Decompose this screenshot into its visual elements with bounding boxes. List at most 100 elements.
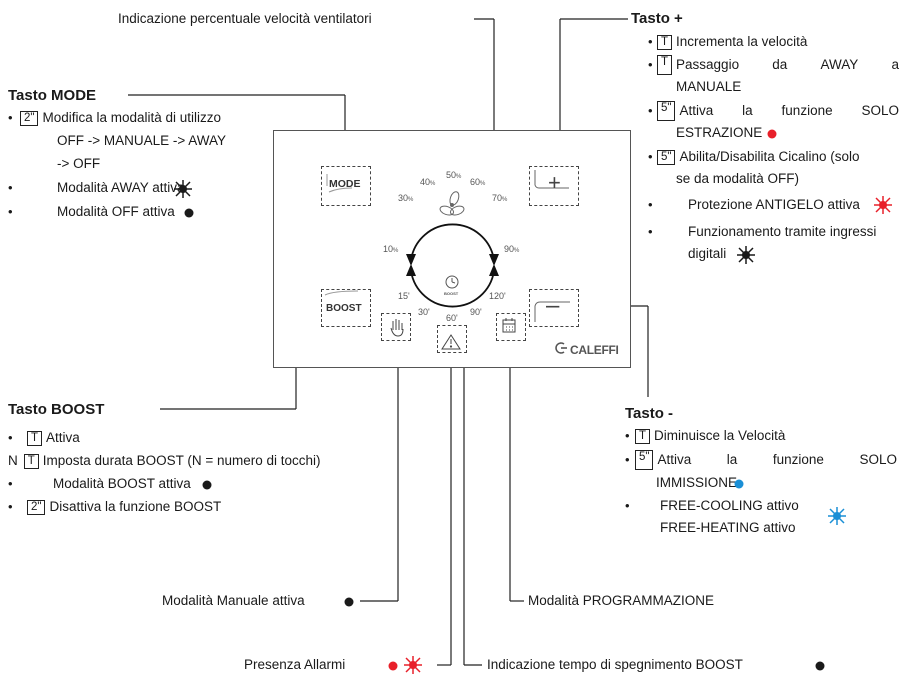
red-led-dot-icon [388, 661, 398, 671]
hold-5s-key-icon: 5" [657, 101, 676, 121]
plus-button-label: + [548, 170, 561, 195]
bullet: • [648, 197, 653, 212]
led-dot-icon [202, 480, 212, 490]
manual-mode-label: Modalità Manuale attiva [162, 593, 305, 608]
speed-tick-label: 40% [420, 177, 436, 187]
boost-tick-label: 30' [418, 307, 430, 317]
boost-icon-label: BOOST [444, 291, 459, 296]
calendar-icon [502, 318, 516, 333]
touch-key-icon: T [27, 431, 43, 446]
bullet: • [648, 103, 653, 118]
speed-tick-label: 60% [470, 177, 486, 187]
bullet: • [8, 476, 13, 491]
plus-item-2-line2: MANUALE [676, 79, 742, 94]
minus-item-3-line2: FREE-HEATING attivo [660, 520, 796, 535]
mode-item-2: Modalità AWAY attiva [57, 180, 185, 195]
touch-key-icon: T [657, 35, 673, 50]
speed-arc [410, 223, 495, 261]
boost-tick-label: 15' [398, 291, 410, 301]
mode-button-label: MODE [329, 178, 361, 190]
mode-title: Tasto MODE [8, 87, 97, 104]
touch-key-icon: T [635, 429, 651, 444]
panel-graphics [324, 170, 570, 354]
boost-tick-label: 90' [470, 307, 482, 317]
bullet: • [648, 149, 653, 164]
plus-item-3-line2: ESTRAZIONE [676, 125, 763, 140]
mode-item-1-line2: OFF -> MANUALE -> AWAY [57, 133, 227, 148]
blue-blink-star-icon [828, 507, 846, 525]
hold-2s-key-icon: 2" [20, 111, 39, 126]
boost-arc [410, 270, 495, 308]
plus-item-6-line2: digitali [688, 246, 727, 261]
plus-item-4-line2: se da modalità OFF) [676, 171, 800, 186]
red-blink-star-icon [404, 656, 422, 674]
bullet: • [648, 57, 653, 72]
blink-star-icon [174, 180, 192, 198]
hand-icon [390, 319, 404, 337]
bullet: • [625, 452, 630, 467]
minus-title: Tasto - [625, 405, 674, 422]
fan-icon [439, 191, 465, 216]
boost-clock-icon [445, 275, 459, 289]
caleffi-logo-icon [555, 342, 567, 354]
mode-item-3: Modalità OFF attiva [57, 204, 175, 219]
boost-time-label: Indicazione tempo di spegnimento BOOST [487, 657, 743, 672]
plus-item-4: 5"Abilita/Disabilita Cicalino (solo [657, 147, 860, 167]
minus-item-2-line2: IMMISSIONE [656, 475, 738, 490]
bullet: • [648, 34, 653, 49]
led-dot-icon [184, 208, 194, 218]
speed-tick-label: 10% [383, 244, 399, 254]
warning-icon [441, 334, 461, 350]
mode-button[interactable]: MODE [321, 166, 371, 206]
boost-button[interactable]: BOOST [321, 289, 371, 327]
alarms-label: Presenza Allarmi [244, 657, 346, 672]
speed-arrow-left-icon [406, 254, 416, 266]
plus-title: Tasto + [631, 10, 683, 27]
boost-item-4: 2"Disattiva la funzione BOOST [27, 497, 221, 517]
speed-tick-label: 90% [504, 244, 520, 254]
bullet: • [8, 430, 13, 445]
boost-tick-label: 60' [446, 313, 458, 323]
boost-title: Tasto BOOST [8, 401, 105, 418]
speed-tick-label: 30% [398, 193, 414, 203]
boost-button-label: BOOST [326, 303, 362, 314]
touch-key-icon: T [23, 454, 39, 469]
alarm-led-box [437, 325, 467, 353]
program-mode-label: Modalità PROGRAMMAZIONE [528, 593, 715, 608]
bullet: • [625, 498, 630, 513]
bullet: • [648, 224, 653, 239]
boost-arrow-right-icon [489, 264, 499, 276]
hold-2s-key-icon: 2" [27, 500, 46, 515]
boost-item-3: Modalità BOOST attiva [53, 476, 191, 491]
boost-tick-label: 120' [489, 291, 506, 301]
plus-button[interactable]: + [529, 166, 579, 206]
manual-led-box [381, 313, 411, 341]
bullet: • [8, 180, 13, 195]
bullet: • [8, 110, 13, 125]
blink-star-icon [737, 246, 755, 264]
hold-5s-key-icon: 5" [657, 150, 676, 165]
plus-item-5: Protezione ANTIGELO attiva [688, 197, 860, 212]
minus-button[interactable]: – [529, 289, 579, 327]
blue-led-dot-icon [734, 479, 744, 489]
speed-tick-label: 70% [492, 193, 508, 203]
hold-5s-key-icon: 5" [635, 450, 654, 470]
boost-arrow-left-icon [406, 264, 416, 276]
program-led-box [496, 313, 526, 341]
minus-button-label: – [546, 292, 560, 319]
led-dot-icon [344, 597, 354, 607]
mode-item-1-line3: -> OFF [57, 156, 101, 171]
speed-arrow-right-icon [489, 254, 499, 266]
speed-tick-label: 50% [446, 170, 462, 180]
minus-item-3: FREE-COOLING attivo [660, 498, 799, 513]
control-panel [273, 130, 631, 368]
fan-speed-label: Indicazione percentuale velocità ventila… [118, 11, 372, 26]
red-led-dot-icon [767, 129, 777, 139]
bullet: • [8, 499, 13, 514]
bullet: • [8, 204, 13, 219]
